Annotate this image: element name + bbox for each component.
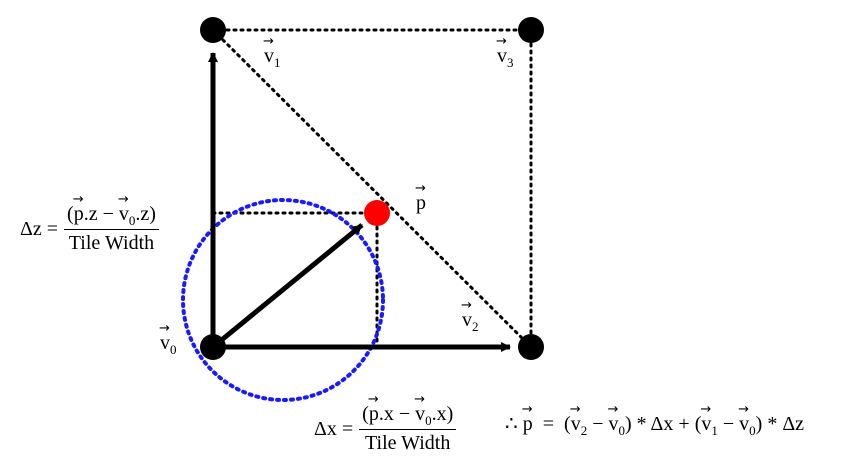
- label-v0: →v0: [159, 321, 177, 357]
- diagonal-v1-v2: [211, 28, 533, 349]
- vertex-v2: [518, 334, 544, 360]
- label-v2: →v2: [461, 298, 479, 334]
- delta-x-numerator: (→p.x − →v0.x): [359, 393, 457, 430]
- arrow-v0-p: [211, 223, 364, 349]
- vertex-v1: [200, 17, 226, 43]
- delta-z-formula: Δz = (→p.z − →v0.z) Tile Width: [20, 193, 159, 254]
- delta-z-numerator: (→p.z − →v0.z): [64, 193, 159, 230]
- label-v3: →v3: [496, 34, 514, 70]
- label-p: →p: [415, 181, 426, 214]
- vertex-v0: [200, 334, 226, 360]
- unit-circle: [181, 198, 385, 402]
- result-formula: ∴ →p = (→v2 − →v0) * Δx + (→v1 − →v0) * …: [505, 402, 805, 438]
- label-v1: →v1: [263, 34, 281, 70]
- delta-x-fraction: (→p.x − →v0.x) Tile Width: [359, 393, 457, 454]
- delta-z-fraction: (→p.z − →v0.z) Tile Width: [64, 193, 159, 254]
- delta-z-lhs: Δz =: [20, 217, 59, 240]
- delta-x-denominator: Tile Width: [365, 432, 451, 454]
- delta-x-formula: Δx = (→p.x − →v0.x) Tile Width: [314, 393, 457, 454]
- delta-z-denominator: Tile Width: [68, 232, 155, 254]
- point-p: [364, 200, 390, 226]
- vertex-v3: [518, 17, 544, 43]
- delta-x-lhs: Δx =: [314, 417, 354, 440]
